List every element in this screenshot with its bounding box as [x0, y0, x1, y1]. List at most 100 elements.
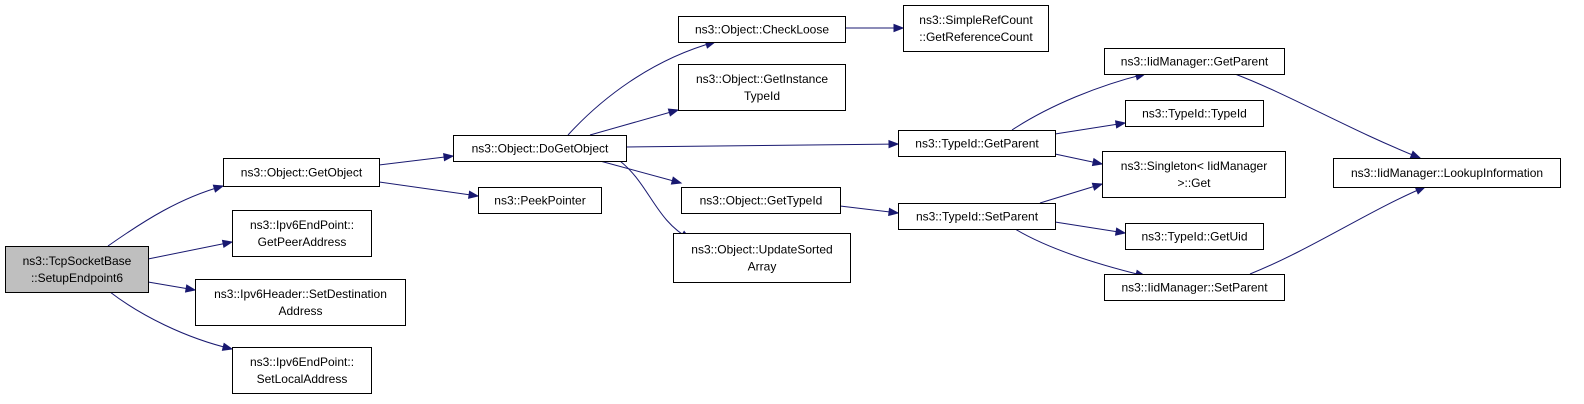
edge-typeid-get-parent-to-singleton-get [1054, 153, 1104, 167]
arrowhead [1409, 150, 1422, 159]
edge-line [599, 160, 682, 184]
node-get-object[interactable]: ns3::Object::GetObject [223, 158, 380, 187]
edge-do-get-object-to-get-instance-typeid [589, 108, 680, 136]
edge-line [625, 143, 899, 148]
node-do-get-object[interactable]: ns3::Object::DoGetObject [453, 135, 627, 162]
node-get-reference-count[interactable]: ns3::SimpleRefCount::GetReferenceCount [903, 5, 1049, 52]
node-label: ns3::TcpSocketBase [23, 254, 132, 268]
arrowhead [888, 207, 900, 217]
node-get-peer-address[interactable]: ns3::Ipv6EndPoint::GetPeerAddress [232, 210, 372, 257]
arrowhead [1091, 182, 1104, 191]
node-peek-pointer[interactable]: ns3::PeekPointer [478, 187, 602, 214]
edge-object-get-typeid-to-typeid-set-parent [839, 205, 900, 217]
edge-check-loose-to-get-reference-count [845, 23, 905, 33]
node-typeid-get-uid[interactable]: ns3::TypeId::GetUid [1125, 223, 1264, 250]
node-label: ns3::Object::CheckLoose [695, 23, 829, 37]
node-label: ns3::SimpleRefCount [919, 13, 1033, 27]
edge-line [378, 155, 454, 166]
node-label: ns3::IidManager::GetParent [1121, 55, 1269, 69]
node-check-loose[interactable]: ns3::Object::CheckLoose [678, 16, 846, 43]
node-box [681, 187, 841, 214]
edge-line [147, 241, 233, 260]
node-box [223, 158, 380, 187]
node-lookup-information[interactable]: ns3::IidManager::LookupInformation [1333, 158, 1561, 188]
node-label: ns3::Object::GetTypeId [700, 194, 823, 208]
node-label: Address [278, 304, 322, 318]
edge-line [1054, 122, 1126, 135]
node-box [1104, 48, 1285, 75]
node-label: ns3::IidManager::SetParent [1121, 281, 1268, 295]
node-label: ns3::TypeId::GetParent [915, 137, 1039, 151]
node-box [1125, 100, 1264, 127]
arrowhead [670, 176, 683, 185]
node-label: ns3::Object::DoGetObject [472, 142, 609, 156]
edge-line [1249, 186, 1426, 275]
arrowhead [893, 23, 905, 33]
edge-setup-endpoint6-to-set-destination-address [147, 281, 197, 293]
edge-line [567, 41, 716, 136]
node-iidmanager-get-parent[interactable]: ns3::IidManager::GetParent [1104, 48, 1285, 75]
node-box [1104, 274, 1285, 301]
arrowhead [667, 108, 680, 117]
edge-line [839, 205, 899, 214]
node-box [898, 203, 1056, 230]
edge-line [107, 185, 224, 247]
node-box [5, 246, 149, 293]
edge-iidmanager-set-parent-to-lookup-information [1249, 186, 1427, 275]
arrowhead [221, 239, 234, 249]
node-box [1125, 223, 1264, 250]
edge-line [619, 160, 691, 240]
edge-line [1039, 183, 1103, 204]
arrowhead [443, 152, 455, 162]
edge-line [1054, 221, 1126, 234]
edge-typeid-set-parent-to-singleton-get [1039, 182, 1104, 204]
edge-get-object-to-peek-pointer [378, 181, 480, 199]
arrowhead [212, 184, 225, 193]
call-graph-nodes: ns3::TcpSocketBase::SetupEndpoint6 ns3::O… [5, 5, 1561, 394]
node-box [678, 16, 846, 43]
node-box [478, 187, 602, 214]
edge-setup-endpoint6-to-get-peer-address [147, 239, 234, 260]
edge-setup-endpoint6-to-get-object [107, 184, 225, 247]
edge-iidmanager-get-parent-to-lookup-information [1234, 73, 1422, 159]
arrowhead [1114, 227, 1127, 236]
node-iidmanager-set-parent[interactable]: ns3::IidManager::SetParent [1104, 274, 1285, 301]
edge-line [1014, 228, 1146, 277]
node-setup-endpoint6[interactable]: ns3::TcpSocketBase::SetupEndpoint6 [5, 246, 149, 293]
node-label: GetPeerAddress [258, 235, 347, 249]
node-box [453, 135, 627, 162]
node-object-get-typeid[interactable]: ns3::Object::GetTypeId [681, 187, 841, 214]
node-box [232, 210, 372, 257]
node-box [898, 130, 1056, 157]
edge-do-get-object-to-object-get-typeid [599, 160, 683, 185]
node-box [1333, 158, 1561, 188]
node-typeid-typeid[interactable]: ns3::TypeId::TypeId [1125, 100, 1264, 127]
edge-line [589, 109, 679, 136]
node-label: SetLocalAddress [257, 372, 348, 386]
node-label: ns3::TypeId::SetParent [916, 210, 1039, 224]
node-label: ns3::Ipv6Header::SetDestination [214, 287, 387, 301]
node-box [673, 233, 851, 283]
node-label: ns3::Singleton< IidManager [1121, 159, 1267, 173]
node-typeid-get-parent[interactable]: ns3::TypeId::GetParent [898, 130, 1056, 157]
node-label: Array [748, 260, 777, 274]
arrowhead [1414, 186, 1427, 195]
node-label: ns3::Object::GetObject [241, 166, 363, 180]
node-label: ns3::PeekPointer [494, 194, 585, 208]
node-label: ns3::Object::GetInstance [696, 72, 828, 86]
node-label: ::SetupEndpoint6 [31, 271, 123, 285]
arrowhead [468, 190, 480, 199]
node-box [1102, 151, 1286, 198]
node-set-local-address[interactable]: ns3::Ipv6EndPoint::SetLocalAddress [232, 347, 372, 394]
node-label: ns3::Object::UpdateSorted [691, 243, 832, 257]
node-label: ns3::Ipv6EndPoint:: [250, 355, 354, 369]
edge-line [378, 181, 479, 197]
node-singleton-get[interactable]: ns3::Singleton< IidManager>::Get [1102, 151, 1286, 198]
node-typeid-set-parent[interactable]: ns3::TypeId::SetParent [898, 203, 1056, 230]
node-label: ns3::IidManager::LookupInformation [1351, 166, 1543, 180]
node-label: ns3::TypeId::GetUid [1141, 230, 1247, 244]
